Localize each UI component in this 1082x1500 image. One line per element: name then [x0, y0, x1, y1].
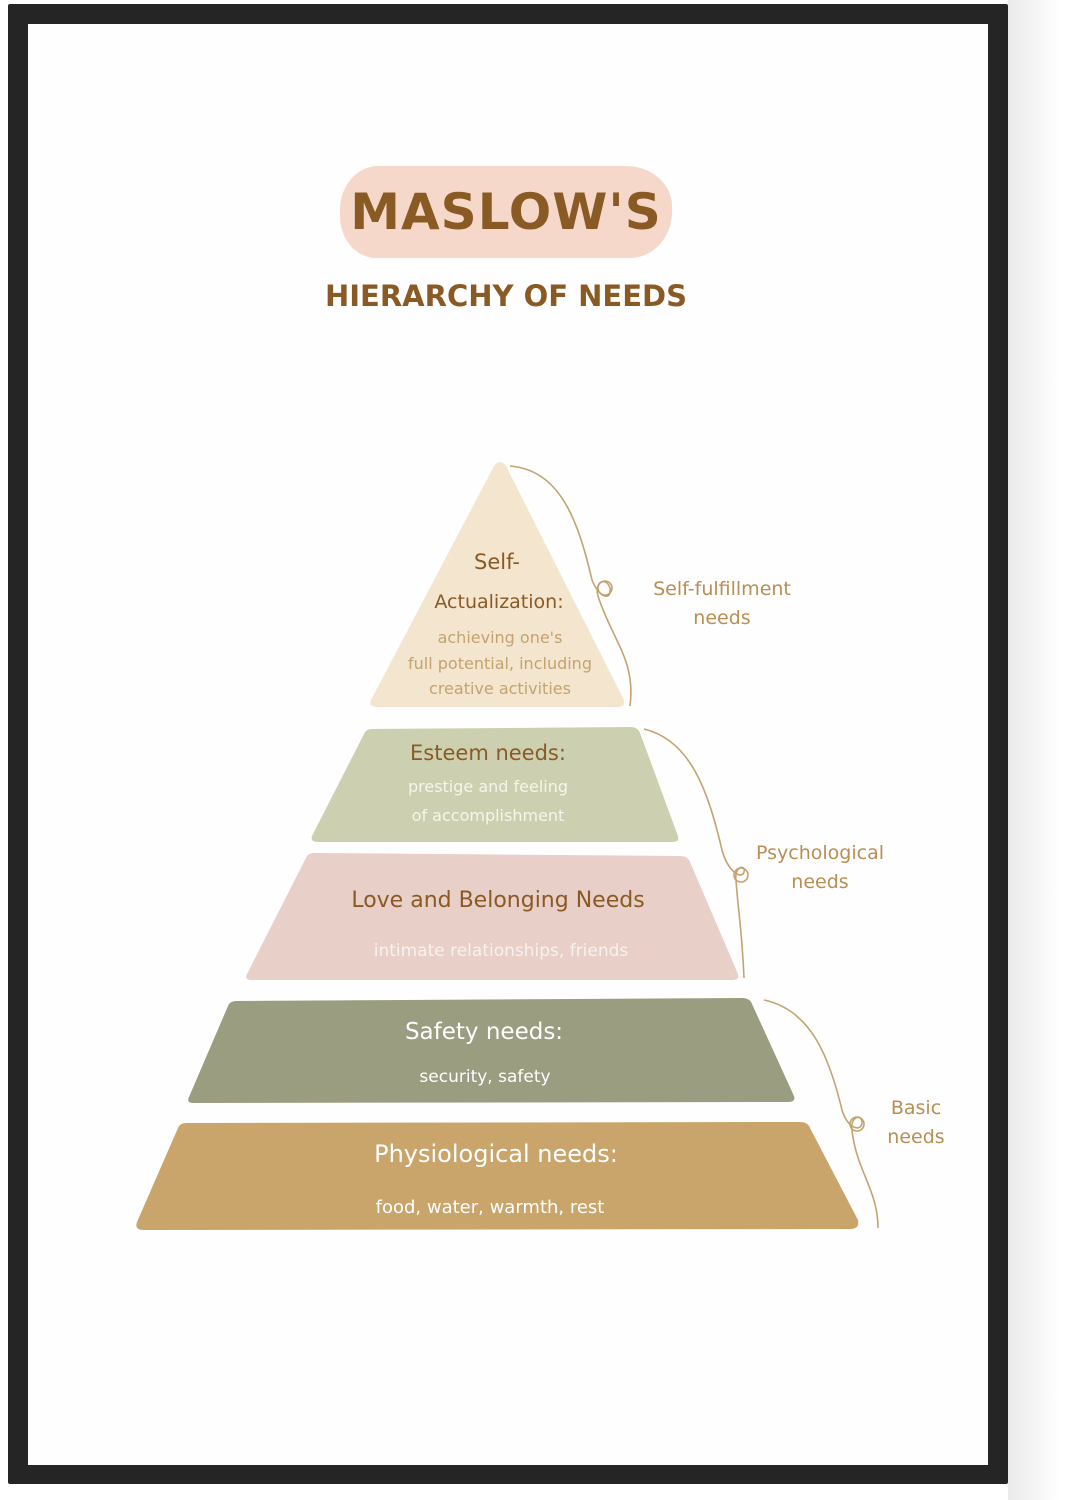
psychological-bracket-line: [643, 728, 745, 979]
poster-title: MASLOW'S: [350, 183, 662, 241]
basic-bracket-line: [763, 999, 879, 1229]
psychological-label-line2: needs: [791, 871, 848, 893]
love-desc: intimate relationships, friends: [374, 941, 629, 961]
title-highlight-blob: [340, 166, 672, 258]
physiological-desc: food, water, warmth, rest: [376, 1197, 605, 1218]
basic-label-line2: needs: [887, 1126, 944, 1148]
love-title: Love and Belonging Needs: [351, 888, 644, 913]
psychological-bracket-loop: [733, 867, 749, 883]
esteem-desc-line2: of accomplishment: [412, 806, 565, 825]
physiological-title: Physiological needs:: [374, 1140, 618, 1168]
pyramid-level-love-belonging: [246, 853, 739, 980]
wall-background: [1008, 0, 1082, 1500]
self-actualization-desc-line2: full potential, including: [408, 654, 592, 673]
self-actualization-title-line1: Self-: [474, 550, 520, 574]
self-fulfillment-bracket-loop: [597, 580, 613, 596]
pyramid-level-physiological: [136, 1122, 859, 1230]
self-fulfillment-bracket-line: [509, 465, 632, 707]
safety-desc: security, safety: [419, 1067, 550, 1087]
self-fulfillment-label-line2: needs: [693, 607, 750, 629]
pyramid-level-self-actualization: [370, 462, 625, 707]
self-actualization-desc-line3: creative activities: [429, 679, 571, 698]
self-fulfillment-label-line1: Self-fulfillment: [653, 578, 791, 600]
safety-title: Safety needs:: [405, 1019, 563, 1045]
pyramid-level-safety: [188, 998, 795, 1103]
esteem-desc-line1: prestige and feeling: [408, 777, 568, 796]
esteem-title: Esteem needs:: [410, 741, 566, 765]
basic-bracket-loop: [849, 1116, 865, 1132]
psychological-label-line1: Psychological: [756, 842, 884, 864]
pyramid-level-esteem: [311, 727, 679, 842]
poster-subtitle: HIERARCHY OF NEEDS: [324, 279, 688, 313]
self-actualization-desc-line1: achieving one's: [438, 628, 563, 647]
self-actualization-title-line2: Actualization:: [434, 591, 563, 613]
basic-label-line1: Basic: [891, 1097, 941, 1119]
